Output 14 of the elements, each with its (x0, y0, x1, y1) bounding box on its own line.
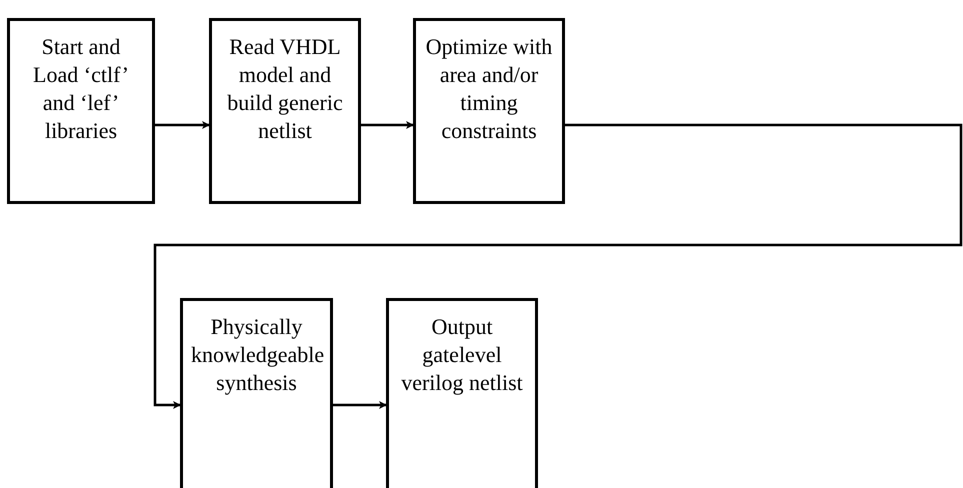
box-text: Read VHDL model and build generic netlist (226, 33, 344, 145)
process-box (209, 18, 361, 204)
arrow (154, 124, 962, 409)
process-box (7, 18, 155, 204)
box-text: Output gatelevel verilog netlist (400, 313, 524, 397)
box-text: Physically knowledgeable synthesis (191, 313, 322, 397)
process-box (386, 298, 538, 488)
process-box (180, 298, 333, 488)
arrow (333, 401, 387, 409)
box-text: Optimize with area and/or timing constraints (424, 33, 554, 145)
arrow (361, 121, 414, 129)
process-box (413, 18, 565, 204)
arrow (155, 121, 210, 129)
box-text: Start and Load ‘ctlf’ and ‘lef’ libraries (32, 33, 130, 145)
